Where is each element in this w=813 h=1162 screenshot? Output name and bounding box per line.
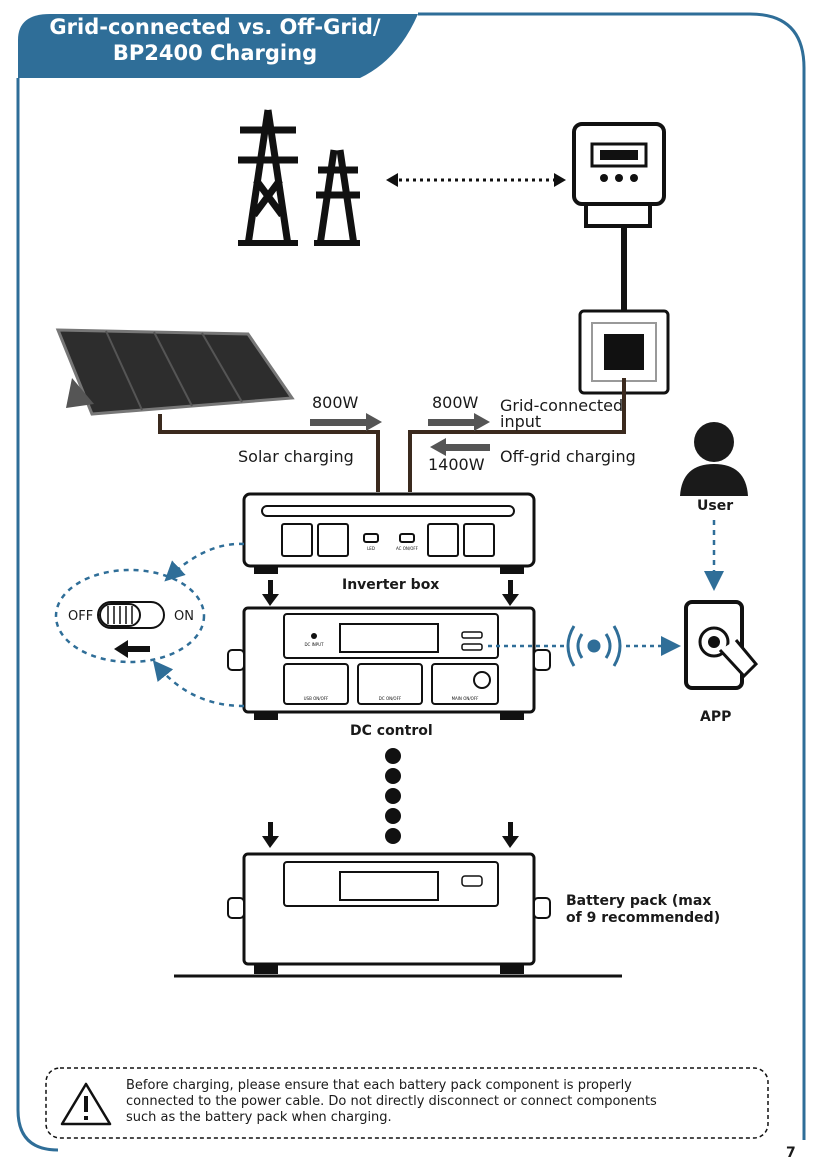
- dc-main-label: MAIN ON/OFF: [452, 696, 480, 701]
- battery-pack: [227, 852, 551, 974]
- solar-panel-icon: [55, 328, 295, 416]
- switch-callout: [54, 568, 206, 664]
- phone-icon: [684, 600, 759, 690]
- solar-power-label: 800W: [312, 393, 359, 412]
- off-grid-charging-label: Off-grid charging: [500, 447, 636, 466]
- electric-meter-icon: [572, 122, 666, 228]
- grid-power-in-label: 800W: [432, 393, 479, 412]
- user-icon: [680, 422, 748, 496]
- stack-arrows: [262, 580, 519, 848]
- solar-cable: [158, 414, 380, 492]
- switch-pointer-bottom: [152, 660, 245, 708]
- inverter-box: [242, 492, 536, 574]
- grid-connected-line-2: input: [500, 412, 542, 431]
- warning-line-2: connected to the power cable. Do not dir…: [126, 1094, 657, 1109]
- power-switch-icon: [97, 601, 165, 629]
- warning-note: Before charging, please ensure that each…: [126, 1078, 746, 1126]
- switch-direction-arrow: [114, 640, 150, 658]
- grid-out-arrow: [440, 444, 490, 451]
- app-label: APP: [700, 709, 732, 725]
- power-tower-icon: [238, 109, 360, 246]
- solar-charging-label: Solar charging: [238, 447, 354, 466]
- warning-line-3: such as the battery pack when charging.: [126, 1110, 392, 1125]
- battery-pack-line-2: of 9 recommended): [566, 910, 721, 926]
- title-tab-shape: [18, 14, 418, 78]
- switch-pointer-top: [164, 542, 245, 582]
- page-frame: [418, 12, 806, 1140]
- solar-power-arrow: [310, 419, 372, 426]
- page-number: 7: [786, 1145, 796, 1161]
- dc-usb-label: USB ON/OFF: [304, 696, 329, 701]
- switch-on-label: ON: [174, 609, 194, 624]
- battery-pack-label: Battery pack (max of 9 recommended): [566, 893, 720, 927]
- wireless-signal-icon: [566, 625, 622, 667]
- grid-cable: [408, 378, 626, 492]
- dc-control-unit: [227, 606, 551, 720]
- grid-power-out-label: 1400W: [428, 455, 485, 474]
- page-title-line-2: BP2400 Charging: [112, 41, 318, 65]
- inverter-ac-label: AC ON/OFF: [396, 546, 419, 551]
- switch-off-label: OFF: [68, 609, 94, 624]
- stack-dots: [385, 748, 401, 844]
- inverter-led-label: LED: [367, 546, 375, 551]
- grid-in-arrow: [428, 419, 480, 426]
- grid-connected-line-1: Grid-connected: [500, 396, 624, 415]
- warning-icon: [60, 1082, 112, 1126]
- battery-pack-line-1: Battery pack (max: [566, 893, 712, 909]
- user-label: User: [697, 498, 734, 514]
- dc-input-label: DC INPUT: [304, 642, 324, 647]
- wall-socket-icon: [578, 309, 670, 395]
- inverter-box-label: Inverter box: [342, 577, 440, 593]
- page-title-line-1: Grid-connected vs. Off-Grid/: [49, 15, 381, 39]
- dc-control-label: DC control: [350, 723, 433, 739]
- grid-connected-label: Grid-connected input: [500, 398, 623, 430]
- page-title: Grid-connected vs. Off-Grid/ BP2400 Char…: [30, 14, 400, 66]
- warning-line-1: Before charging, please ensure that each…: [126, 1078, 632, 1093]
- warning-box: [45, 1067, 769, 1139]
- dc-dc-label: DC ON/OFF: [379, 696, 402, 701]
- page-frame-left: [16, 78, 59, 1152]
